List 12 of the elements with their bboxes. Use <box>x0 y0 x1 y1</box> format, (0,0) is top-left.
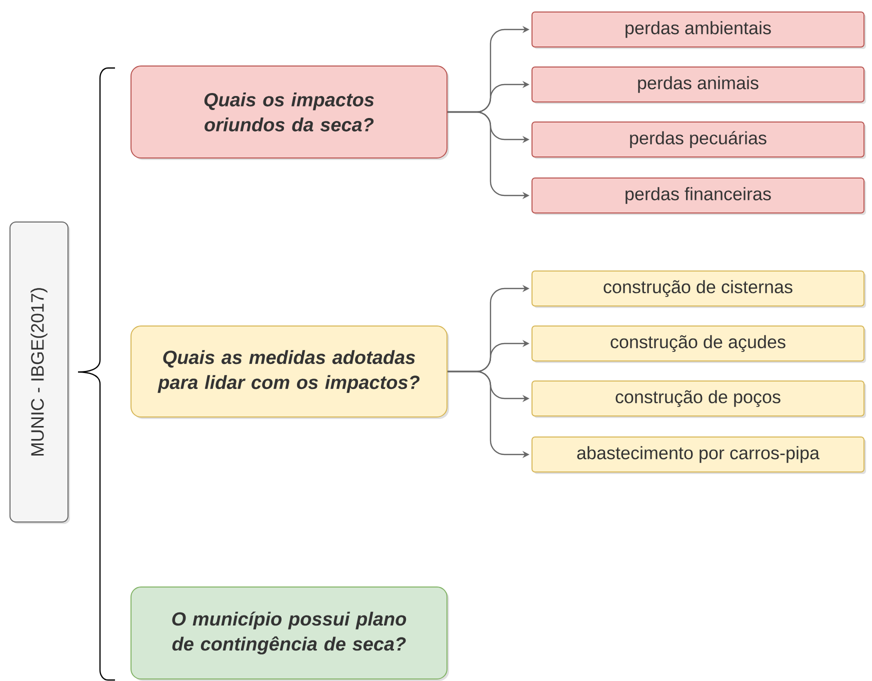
item-box: abastecimento por carros-pipa <box>532 436 866 474</box>
item-box: construção de açudes <box>532 326 866 363</box>
question-box: Quais os impactos oriundos da seca? <box>130 66 449 160</box>
question-box: O município possui plano de contingência de seca? <box>130 586 449 681</box>
item-box: perdas financeiras <box>532 178 866 215</box>
item-box: construção de poços <box>532 380 866 418</box>
question-box: Quais as medidas adotadas para lidar com os impactos? <box>130 326 449 419</box>
item-box: perdas animais <box>532 66 866 104</box>
item-box: perdas ambientais <box>532 12 866 49</box>
source-box: MUNIC - IBGE(2017) <box>10 222 70 524</box>
item-box: construção de cisternas <box>532 270 866 308</box>
item-box: perdas pecuárias <box>532 122 866 159</box>
